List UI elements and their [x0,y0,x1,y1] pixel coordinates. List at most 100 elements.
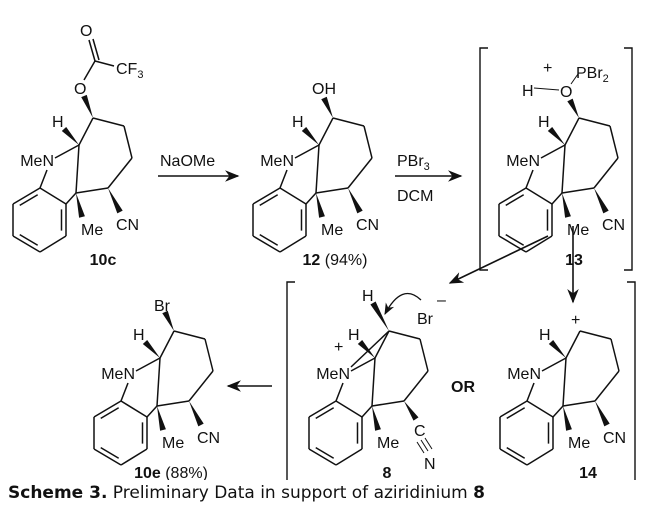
n-methyl-label: MeN [507,366,541,383]
label-14: 14 [579,465,597,480]
benzene-double-bond [315,407,335,420]
oh-bond [533,87,560,91]
benzene-bond [498,187,527,205]
bond [188,370,214,402]
bond [526,382,535,402]
methyl-label: Me [321,222,343,239]
compound-number: 10e [134,465,161,480]
benzene-double-bond [506,446,526,459]
oxygen-label: O [74,81,86,98]
benzene-bond [12,235,41,253]
nitrile-nitrogen-label: N [424,456,436,473]
caption-text: Preliminary Data in support of aziridini… [107,483,474,503]
bond [562,357,567,407]
methyl-wedge [157,406,166,431]
reagent-naome: NaOMe [160,153,215,170]
h-wedge [61,126,79,145]
oxygen-label: O [560,84,572,101]
bond [610,338,620,372]
hydroxyl-label: OH [312,81,336,98]
bond [146,405,158,418]
hydrogen-label: H [52,114,64,131]
carbocation-charge: + [571,312,580,329]
caption-label: Scheme 3. [8,483,108,503]
benzene-bond [120,400,148,418]
benzene-bond [526,400,554,418]
benzene-bond [120,448,148,466]
bond [65,192,77,205]
benzene-double-bond [505,194,525,207]
bond [551,192,563,205]
bromide-label: Br [417,311,434,328]
curved-arrow [384,292,422,316]
bond [578,117,611,127]
cn-wedge [189,401,204,427]
bond [318,117,334,146]
n-methyl-label: MeN [260,153,294,170]
bond [594,370,620,402]
bond [609,125,619,159]
bond [363,125,373,159]
methyl-wedge [563,406,572,431]
n-methyl-label: MeN [316,366,350,383]
bond [83,60,96,81]
subscript: 2 [603,73,609,85]
benzene-bond [499,448,528,466]
benzene-bond [39,235,67,253]
cn-wedge [594,188,609,214]
bond [123,125,133,159]
methyl-label: Me [81,222,103,239]
n-methyl-label: MeN [20,153,54,170]
label-13: 13 [565,252,583,269]
benzene-double-bond [259,233,279,246]
hydrogen-label: H [348,327,360,344]
nitrile-label: CN [197,430,220,447]
benzene-bond [252,187,281,205]
o-p-bond [570,73,579,85]
bromine-label: Br [154,298,171,315]
oh-wedge [321,96,333,118]
benzene-double-bond [315,446,335,459]
nitrile-label: CN [603,430,626,447]
h-wedge [548,339,566,358]
triple-bond [420,439,429,452]
bond [94,60,115,67]
methyl-label: Me [162,435,184,452]
plus-charge: + [543,60,552,77]
benzene-bond [335,448,363,466]
subscript: 3 [424,161,430,173]
bond [159,330,175,359]
label-10e: 10e (88%) [134,465,208,480]
reagent-dcm: DCM [397,188,433,205]
br-wedge [162,310,174,331]
bond [305,192,317,205]
bond [374,330,390,359]
bond [525,169,534,189]
bond [75,144,80,194]
bond [552,405,564,418]
benzene-bond [308,448,337,466]
subscript: 3 [137,69,143,81]
benzene-bond [252,235,281,253]
h-wedge [142,339,160,358]
benzene-bond [93,448,122,466]
compound-number: 14 [579,465,597,480]
hydrogen-label: H [362,288,374,305]
label-10c: 10c [90,252,117,269]
bond [204,338,214,372]
h-wedge [547,126,565,145]
compound-number: 8 [383,465,392,480]
bond [156,357,161,407]
h-wedge [370,301,389,331]
bond [315,144,320,194]
benzene-double-bond [19,233,39,246]
bond [75,187,109,194]
bond [120,382,129,402]
bond [315,187,349,194]
bond [332,117,365,127]
bond [561,187,595,194]
nitrile-label: CN [356,217,379,234]
benzene-double-bond [505,233,525,246]
